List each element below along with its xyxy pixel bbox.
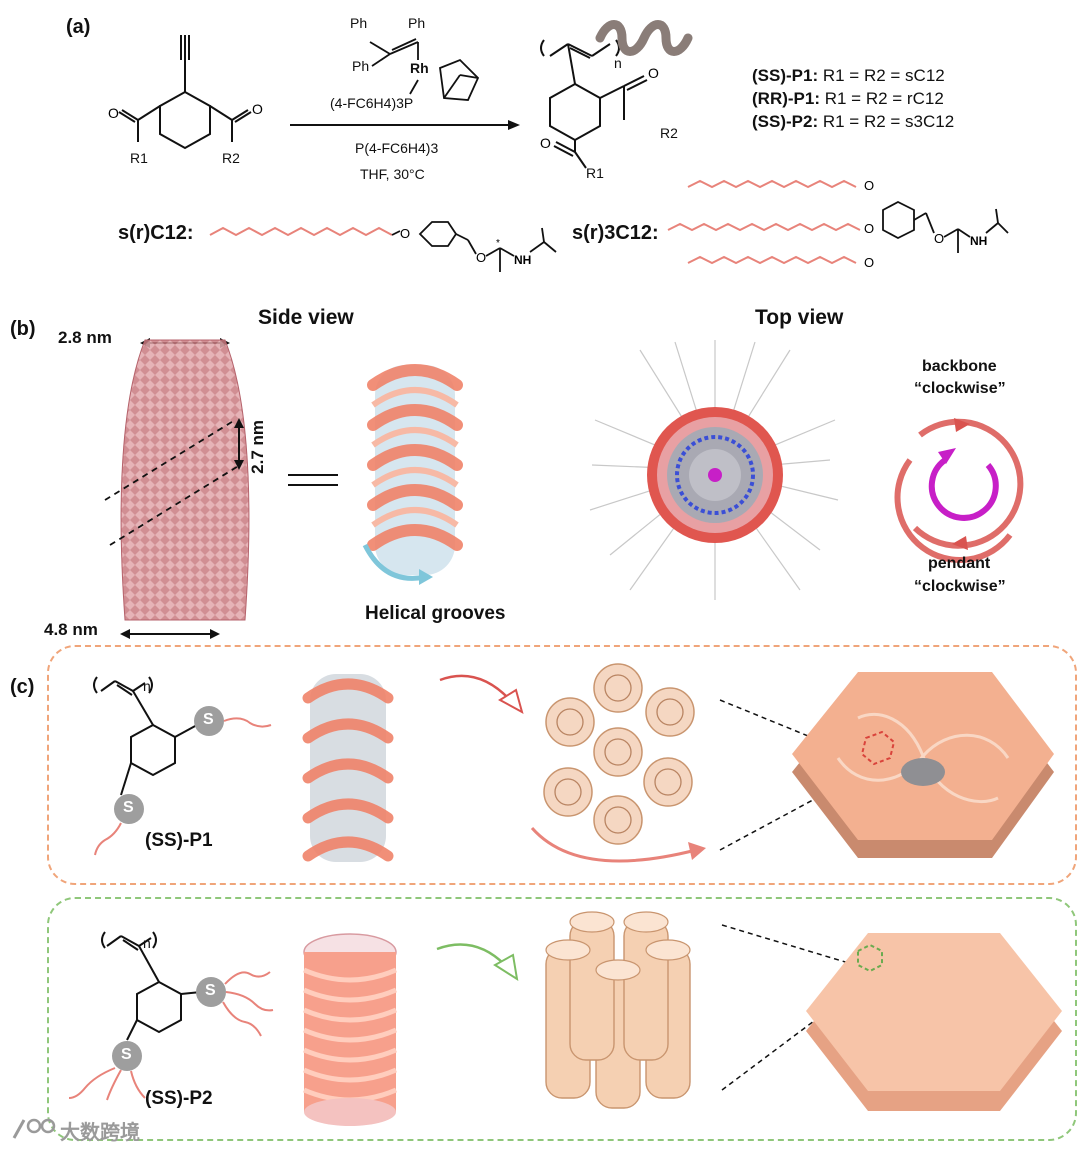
p2-structure: [68, 931, 274, 1101]
svg-text:O: O: [864, 221, 874, 236]
svg-text:O: O: [108, 105, 119, 121]
catalyst-rh: Rh: [410, 60, 429, 76]
svg-text:O: O: [400, 226, 410, 241]
svg-text:*: *: [496, 238, 500, 249]
top-view-title: Top view: [755, 306, 844, 329]
p1-n: n: [143, 678, 151, 694]
p1-hexagon: [792, 672, 1054, 858]
r2-label: R2: [222, 150, 240, 166]
conditions-solvent: THF, 30°C: [360, 166, 425, 182]
product-n: n: [614, 55, 622, 71]
watermark-logo-icon: [12, 1118, 56, 1139]
backbone-label-1: backbone: [922, 358, 997, 375]
dim-2-8nm: 2.8 nm: [58, 328, 112, 347]
svg-text:O: O: [648, 65, 659, 81]
p1-label: (SS)-P1: [145, 830, 213, 851]
polymer-legend: (SS)-P1: R1 = R2 = sC12 (RR)-P1: R1 = R2…: [752, 66, 954, 132]
legend-rr-p1: (RR)-P1: R1 = R2 = rC12: [752, 89, 944, 108]
conditions-reagent: P(4-FC6H4)3: [355, 140, 439, 156]
p1-helix: [302, 674, 394, 862]
p2-label: (SS)-P2: [145, 1088, 213, 1109]
p1-arrow-bottom: [530, 827, 706, 863]
rotation-diagram: [894, 418, 1024, 563]
dim-2-7nm: 2.7 nm: [248, 420, 267, 474]
legend-ss-p2: (SS)-P2: R1 = R2 = s3C12: [752, 112, 955, 131]
catalyst-structure: [369, 38, 480, 101]
panel-c-label: (c): [10, 676, 35, 698]
pendant-label-2: “clockwise”: [914, 578, 1006, 595]
p1-assembly-box: [47, 645, 1077, 885]
helical-grooves-label: Helical grooves: [365, 603, 506, 624]
panel-a-label: (a): [66, 16, 91, 38]
s3c12-structure: O O O O NH: [667, 178, 1009, 270]
backbone-label-2: “clockwise”: [914, 380, 1006, 397]
svg-text:NH: NH: [514, 253, 531, 267]
svg-text:O: O: [864, 255, 874, 270]
panel-b-label: (b): [10, 318, 36, 340]
svg-text:O: O: [476, 250, 486, 265]
p2-arrow: [436, 943, 519, 982]
p1-arrow-top: [439, 674, 524, 715]
side-view-model: [104, 339, 250, 621]
catalyst-ph-3: Ph: [352, 58, 370, 74]
p1-s-right: S: [203, 711, 214, 728]
p2-n: n: [143, 935, 151, 951]
p2-s-right: S: [205, 982, 216, 999]
catalyst-ligand: (4-FC6H4)3P: [330, 95, 414, 111]
p2-assembly-box: [47, 897, 1077, 1141]
svg-text:NH: NH: [970, 234, 987, 248]
monomer-structure: O O: [108, 35, 263, 150]
product-r2: R2: [660, 125, 678, 141]
p1-s-left: S: [123, 799, 134, 816]
svg-text:O: O: [934, 231, 944, 246]
dim-pitch-arrow: [234, 418, 244, 470]
r1-label: R1: [130, 150, 148, 166]
sc12-structure: O O NH *: [209, 221, 557, 272]
product-structure: O O: [540, 20, 693, 169]
sc12-label: s(r)C12:: [118, 222, 194, 244]
p1-structure: [93, 676, 272, 856]
catalyst-ph-2: Ph: [408, 15, 426, 31]
watermark: 大数跨境: [60, 1122, 140, 1144]
svg-text:O: O: [540, 135, 551, 151]
p2-helix: [303, 933, 397, 1126]
dim-bottom-arrow: [120, 629, 220, 639]
catalyst-ph-1: Ph: [350, 15, 368, 31]
side-view-title: Side view: [258, 306, 354, 329]
dim-4-8nm: 4.8 nm: [44, 620, 98, 639]
helix-cartoon-b: [362, 364, 463, 585]
reaction-arrow: [290, 120, 520, 130]
p1-bundle: [543, 663, 695, 845]
svg-text:O: O: [864, 178, 874, 193]
product-r1: R1: [586, 165, 604, 181]
p2-bundle: [545, 911, 691, 1109]
p2-s-left: S: [121, 1046, 132, 1063]
s3c12-label: s(r)3C12:: [572, 222, 659, 244]
pendant-label-1: pendant: [928, 555, 991, 572]
equals-sign: [288, 474, 338, 486]
svg-text:O: O: [252, 101, 263, 117]
p2-hexagon: [806, 933, 1062, 1111]
legend-ss-p1: (SS)-P1: R1 = R2 = sC12: [752, 66, 945, 85]
top-view-model: [589, 340, 839, 600]
